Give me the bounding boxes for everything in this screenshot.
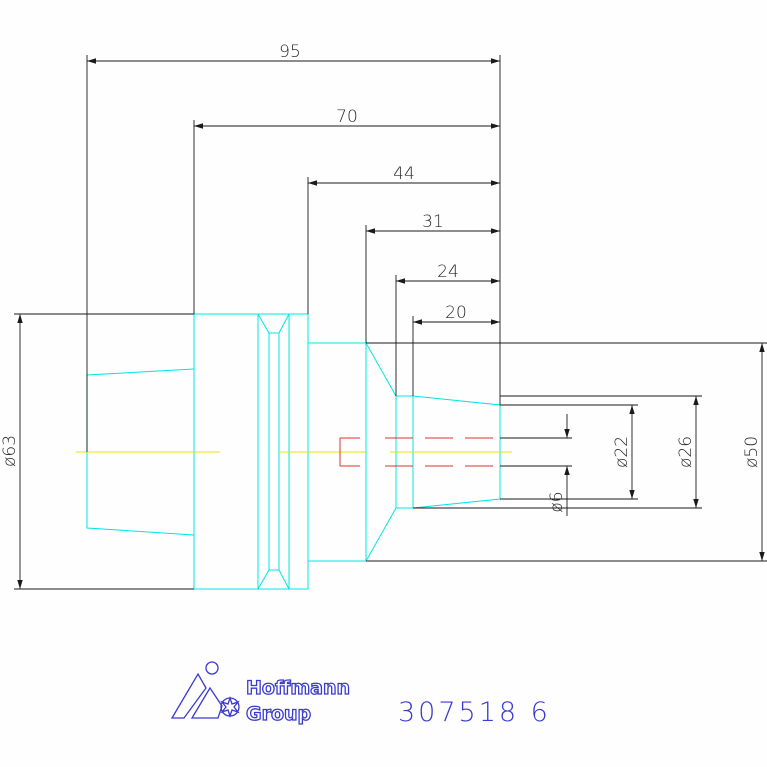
dia-26-label: ø26 [676, 436, 696, 468]
dim-20-label: 20 [445, 303, 467, 323]
dim-24-label: 24 [437, 262, 459, 282]
brand-line-2: Group [246, 703, 311, 725]
logo-mark-icon [170, 661, 240, 719]
dia-22-label: ø22 [612, 436, 632, 468]
dim-44-label: 44 [393, 164, 415, 184]
dia-6-label: ø6 [547, 491, 567, 512]
dim-70-label: 70 [336, 107, 358, 127]
hoffmann-group-logo: Hoffmann Group [170, 661, 351, 726]
dim-95-label: 95 [279, 42, 301, 62]
hidden-bore [339, 437, 500, 467]
v-groove [257, 313, 290, 334]
dia-63-label: ø63 [0, 435, 20, 467]
dim-31-label: 31 [422, 212, 444, 232]
dia-50-label: ø50 [742, 436, 762, 468]
brand-line-1: Hoffmann [246, 677, 350, 699]
dimensions [14, 55, 767, 590]
part-number: 307518 6 [398, 697, 551, 728]
